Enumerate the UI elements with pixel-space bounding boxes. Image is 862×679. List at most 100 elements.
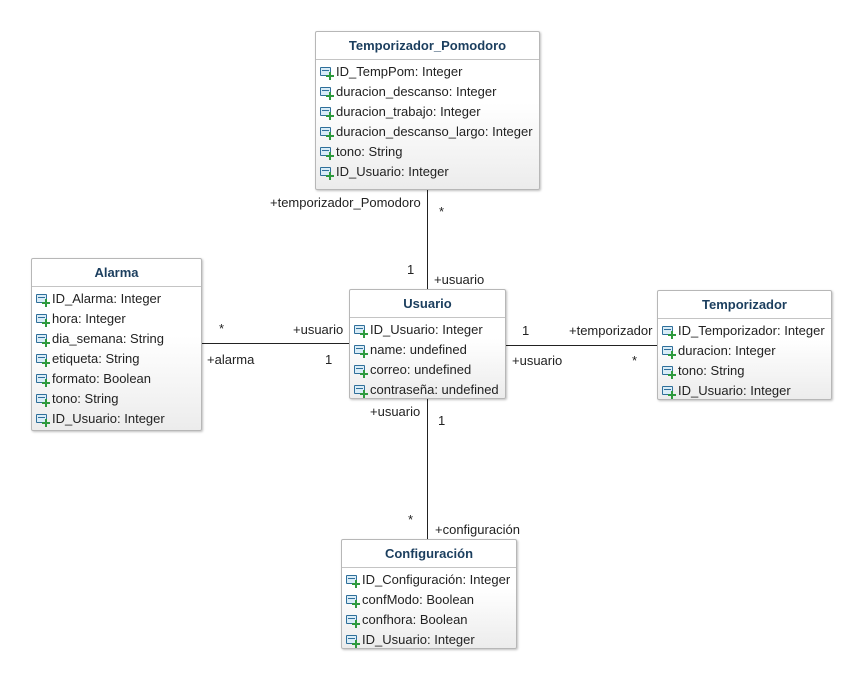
attribute-text: tono: String <box>336 144 403 159</box>
class-attribute-public-icon <box>36 313 50 327</box>
attribute-list: ID_Alarma: Integer hora: Integer dia_seman… <box>32 287 201 429</box>
class-attribute-public-icon <box>346 574 360 588</box>
class-attribute[interactable]: ID_Usuario: Integer <box>32 409 201 429</box>
class-attribute[interactable]: duracion_descanso: Integer <box>316 82 539 102</box>
role-label-usuario-bottom: +usuario <box>370 404 421 419</box>
class-attribute[interactable]: name: undefined <box>350 340 505 360</box>
class-attribute[interactable]: duracion_descanso_largo: Integer <box>316 122 539 142</box>
class-attribute-public-icon <box>320 146 334 160</box>
attribute-text: dia_semana: String <box>52 331 165 346</box>
class-usuario[interactable]: Usuario ID_Usuario: Integer name: undefin… <box>349 289 506 399</box>
attribute-text: duracion_descanso_largo: Integer <box>336 124 533 139</box>
attribute-text: ID_Usuario: Integer <box>52 411 165 426</box>
class-attribute[interactable]: hora: Integer <box>32 309 201 329</box>
class-attribute-public-icon <box>36 353 50 367</box>
class-attribute-public-icon <box>354 344 368 358</box>
attribute-text: confhora: Boolean <box>362 612 468 627</box>
class-attribute[interactable]: confModo: Boolean <box>342 590 516 610</box>
class-attribute-public-icon <box>36 333 50 347</box>
multiplicity-temporizador: * <box>632 353 638 368</box>
role-label-usuario-right: +usuario <box>512 353 563 368</box>
multiplicity-pomodoro: * <box>439 204 445 219</box>
multiplicity-configuracion: * <box>408 512 414 527</box>
attribute-text: ID_Alarma: Integer <box>52 291 162 306</box>
class-title: Temporizador <box>658 291 831 319</box>
class-attribute[interactable]: tono: String <box>32 389 201 409</box>
class-title: Usuario <box>350 290 505 318</box>
class-attribute-public-icon <box>320 166 334 180</box>
attribute-text: ID_Usuario: Integer <box>678 383 791 398</box>
class-attribute-public-icon <box>320 66 334 80</box>
attribute-text: ID_Usuario: Integer <box>362 632 475 647</box>
class-attribute-public-icon <box>320 126 334 140</box>
class-title: Alarma <box>32 259 201 287</box>
class-attribute[interactable]: ID_Usuario: Integer <box>350 320 505 340</box>
class-attribute[interactable]: ID_Usuario: Integer <box>342 630 516 650</box>
role-label-pomodoro: +temporizador_Pomodoro <box>270 195 421 210</box>
class-title: Temporizador_Pomodoro <box>316 32 539 60</box>
role-label-configuracion: +configuración <box>435 522 520 537</box>
class-attribute[interactable]: ID_Alarma: Integer <box>32 289 201 309</box>
attribute-text: ID_Usuario: Integer <box>370 322 483 337</box>
class-attribute-public-icon <box>346 594 360 608</box>
class-attribute-public-icon <box>346 634 360 648</box>
class-attribute-public-icon <box>36 393 50 407</box>
class-attribute[interactable]: etiqueta: String <box>32 349 201 369</box>
class-attribute-public-icon <box>36 293 50 307</box>
class-attribute[interactable]: tono: String <box>316 142 539 162</box>
attribute-text: ID_Temporizador: Integer <box>678 323 825 338</box>
multiplicity-usuario-right: 1 <box>522 323 530 338</box>
class-attribute[interactable]: tono: String <box>658 361 831 381</box>
role-label-usuario-top: +usuario <box>434 272 485 287</box>
attribute-text: duracion_descanso: Integer <box>336 84 497 99</box>
attribute-text: duracion: Integer <box>678 343 776 358</box>
multiplicity-usuario-left: 1 <box>325 352 333 367</box>
class-attribute[interactable]: dia_semana: String <box>32 329 201 349</box>
role-label-temporizador: +temporizador <box>569 323 653 338</box>
class-attribute-public-icon <box>662 385 676 399</box>
multiplicity-usuario-top: 1 <box>407 262 415 277</box>
attribute-text: ID_Configuración: Integer <box>362 572 511 587</box>
class-attribute[interactable]: ID_TempPom: Integer <box>316 62 539 82</box>
class-temporizador-pomodoro[interactable]: Temporizador_Pomodoro ID_TempPom: Intege… <box>315 31 540 190</box>
class-attribute-public-icon <box>36 413 50 427</box>
attribute-list: ID_Usuario: Integer name: undefined correo… <box>350 318 505 400</box>
class-attribute[interactable]: contraseña: undefined <box>350 380 505 400</box>
class-attribute[interactable]: confhora: Boolean <box>342 610 516 630</box>
class-attribute-public-icon <box>662 325 676 339</box>
class-attribute[interactable]: ID_Configuración: Integer <box>342 570 516 590</box>
multiplicity-alarma: * <box>219 321 225 336</box>
multiplicity-usuario-bottom: 1 <box>438 413 446 428</box>
attribute-text: tono: String <box>52 391 119 406</box>
class-configuracion[interactable]: Configuración ID_Configuración: Integer c… <box>341 539 517 649</box>
class-attribute-public-icon <box>320 86 334 100</box>
class-temporizador[interactable]: Temporizador ID_Temporizador: Integer dur… <box>657 290 832 400</box>
class-attribute-public-icon <box>354 324 368 338</box>
class-attribute-public-icon <box>36 373 50 387</box>
class-attribute-public-icon <box>662 345 676 359</box>
attribute-text: hora: Integer <box>52 311 126 326</box>
attribute-text: ID_TempPom: Integer <box>336 64 463 79</box>
class-attribute-public-icon <box>662 365 676 379</box>
class-attribute[interactable]: duracion: Integer <box>658 341 831 361</box>
attribute-text: formato: Boolean <box>52 371 152 386</box>
class-attribute[interactable]: ID_Usuario: Integer <box>658 381 831 401</box>
class-title: Configuración <box>342 540 516 568</box>
class-attribute[interactable]: ID_Temporizador: Integer <box>658 321 831 341</box>
class-attribute-public-icon <box>320 106 334 120</box>
attribute-text: duracion_trabajo: Integer <box>336 104 481 119</box>
class-attribute-public-icon <box>354 384 368 398</box>
class-attribute-public-icon <box>354 364 368 378</box>
class-attribute[interactable]: duracion_trabajo: Integer <box>316 102 539 122</box>
class-alarma[interactable]: Alarma ID_Alarma: Integer hora: Integer di… <box>31 258 202 431</box>
class-attribute[interactable]: ID_Usuario: Integer <box>316 162 539 182</box>
class-attribute[interactable]: formato: Boolean <box>32 369 201 389</box>
class-attribute-public-icon <box>346 614 360 628</box>
attribute-text: confModo: Boolean <box>362 592 475 607</box>
attribute-text: correo: undefined <box>370 362 472 377</box>
attribute-list: ID_Configuración: Integer confModo: Boole… <box>342 568 516 650</box>
class-attribute[interactable]: correo: undefined <box>350 360 505 380</box>
attribute-text: tono: String <box>678 363 745 378</box>
